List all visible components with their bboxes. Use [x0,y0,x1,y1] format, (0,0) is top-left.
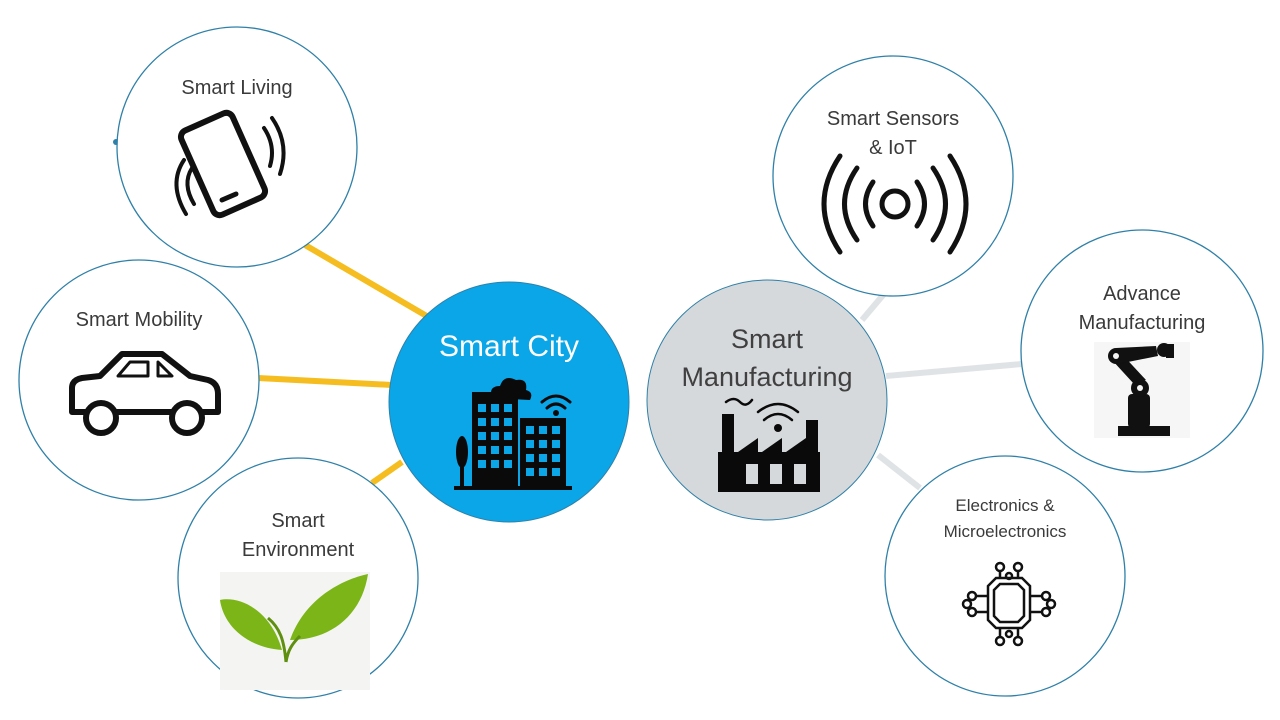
city-buildings-icon [454,378,572,490]
label-smart-living: Smart Living [181,77,293,99]
label-advance-manufacturing: Advance Manufacturing [1078,283,1206,334]
leaves-icon [220,572,370,690]
label-smart-sensors: Smart Sensors & IoT [826,108,960,159]
factory-icon [718,397,820,492]
node-smart-mobility[interactable] [18,259,260,501]
label-smart-city: Smart City [438,330,579,363]
connector-sensors [859,292,887,322]
robot-arm-icon [1094,342,1190,438]
manufacturing-connectors [859,292,1023,491]
wireless-signal-icon [821,153,969,255]
connector-living [303,242,432,321]
city-connectors [257,242,432,486]
microchip-icon [961,561,1057,647]
connector-electronics [876,452,922,491]
label-electronics: Electronics & Microelectronics [943,496,1067,541]
connector-advance [885,361,1023,379]
smartphone-vibrating-icon [174,109,286,219]
label-smart-environment: Smart Environment [241,510,355,561]
hub-smart-manufacturing[interactable] [646,279,888,521]
node-smart-sensors[interactable] [772,55,1014,297]
car-icon [69,351,221,436]
satellite-circles [18,26,1264,699]
connector-environment [370,459,404,486]
node-smart-living[interactable] [116,26,358,268]
connector-mobility [257,375,393,388]
label-smart-mobility: Smart Mobility [75,309,203,331]
label-smart-manufacturing: Smart Manufacturing [681,324,853,392]
